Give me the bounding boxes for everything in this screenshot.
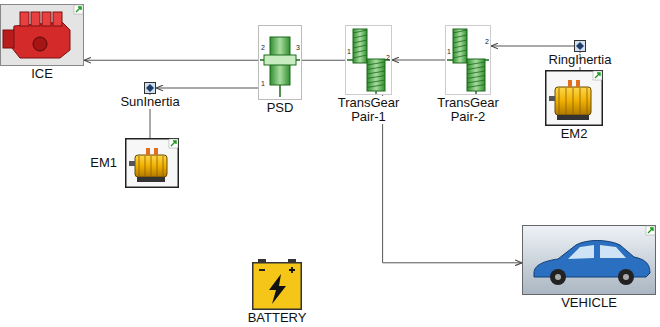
component-label: SunInertia: [118, 95, 181, 109]
battery-block-icon: [252, 262, 302, 310]
port-number: 2: [386, 54, 390, 62]
port-number: 1: [578, 53, 582, 61]
port-number: 3: [296, 44, 300, 52]
electric-motor-icon: [545, 70, 603, 126]
port-number: 1: [261, 80, 265, 88]
inertia-block: RingInertia: [574, 40, 586, 52]
component-label: EM2: [559, 127, 590, 141]
component-label: TransGear Pair-1: [325, 96, 413, 124]
component-label: VEHICLE: [559, 296, 619, 310]
power-split-device: PSD: [258, 25, 302, 100]
gear-pair: TransGear Pair-2: [445, 25, 491, 95]
vehicle-block: VEHICLE: [522, 225, 656, 295]
gear-pair-icon: [345, 25, 392, 95]
electric-motor: EM1: [125, 138, 179, 188]
shaft-connector: [302, 60, 345, 61]
electric-motor: EM2: [545, 70, 603, 126]
component-label: BATTERY: [246, 311, 309, 325]
component-label: EM1: [88, 156, 119, 170]
shaft-connector: [156, 88, 258, 89]
component-label: PSD: [265, 101, 296, 115]
component-label: ICE: [29, 67, 55, 81]
inertia-block-icon: [574, 40, 586, 52]
gear-pair-icon: [445, 25, 491, 95]
electric-motor-icon: [125, 138, 179, 188]
gear-pair: TransGear Pair-1: [345, 25, 392, 95]
shaft-connector: [491, 46, 574, 47]
engine-block: ICE: [0, 4, 84, 66]
shaft-connector: [84, 60, 258, 61]
port-number: 2: [261, 44, 265, 52]
power-split-device-icon: [258, 25, 302, 100]
inertia-block-icon: [144, 82, 156, 94]
shaft-connector: [392, 60, 445, 61]
port-number: 2: [485, 38, 489, 46]
vehicle-block-icon: [522, 225, 656, 295]
inertia-block: SunInertia: [144, 82, 156, 94]
component-label: TransGear Pair-2: [424, 96, 512, 124]
port-number: 1: [447, 48, 451, 56]
engine-block-icon: [0, 4, 84, 66]
port-number: 1: [347, 48, 351, 56]
battery-block: BATTERY: [252, 262, 302, 310]
